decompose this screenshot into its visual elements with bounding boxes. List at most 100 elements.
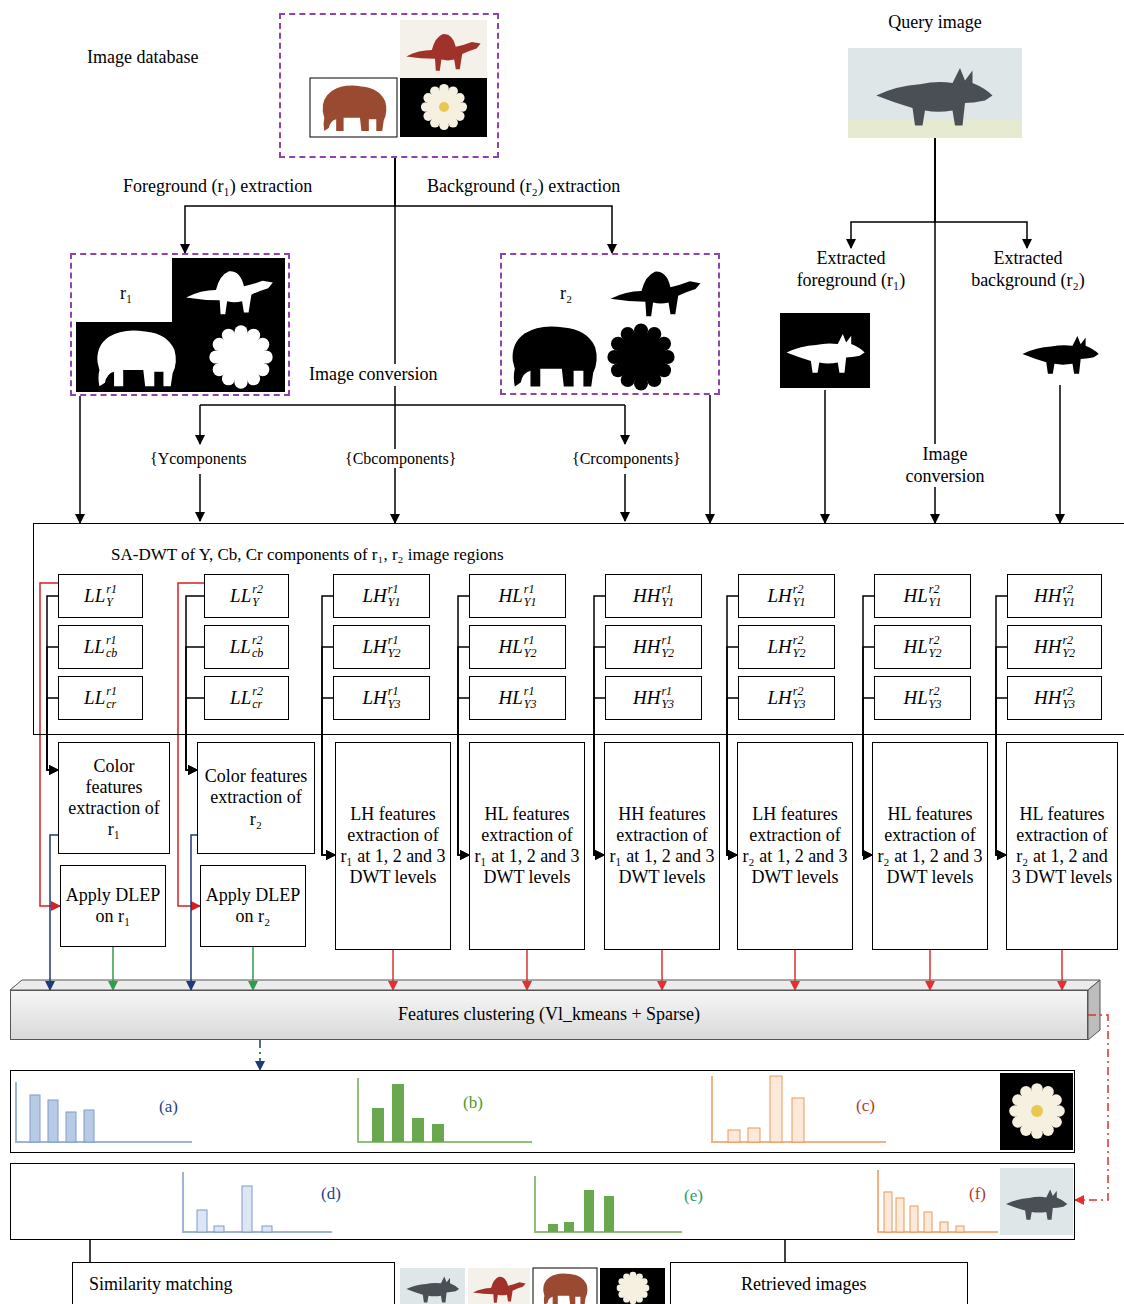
background-masks-part [611,272,701,317]
index-stack: r1Y2 [388,634,401,659]
histogram-e-part [564,1222,574,1232]
component-subscript: Y2 [388,647,401,660]
conversion-arrows-part [624,474,626,521]
connector [1075,1015,1108,1200]
region-superscript: r2 [929,685,942,698]
subband-name: HH [1034,636,1061,658]
foreground-masks-part [97,330,175,386]
panel-dino [1000,1168,1073,1235]
region-superscript: r2 [1062,685,1075,698]
subband-formula: HLr2Y1 [904,583,942,608]
histogram-d-part [262,1226,272,1232]
subband-box: LHr1Y3 [333,676,430,720]
region-superscript: r1 [661,685,674,698]
component-subscript: Y [106,596,117,609]
node-text: HH features extraction of r₁ at 1, 2 and… [609,804,715,889]
subband-name: LH [768,687,792,709]
node-text: Features clustering (Vl_kmeans + Sparse) [398,1004,700,1025]
component-subscript: Y2 [524,647,537,660]
retrieved-thumbnails-part [533,1268,597,1304]
connector [185,158,395,253]
component-subscript: Y2 [929,647,942,660]
subband-name: HL [499,687,523,709]
subband-box: LLr1cr [58,676,143,720]
subband-name: LH [363,636,387,658]
annotation-label: {Cbcomponents} [342,449,459,468]
connector [47,647,58,770]
histogram-d-part [242,1186,252,1232]
subband-formula: LLr1cb [84,634,117,659]
subband-name: LL [230,585,251,607]
connector [458,647,469,855]
region-superscript: r2 [929,634,942,647]
connector [526,950,528,990]
subband-name: HH [1034,687,1061,709]
index-stack: r1Y [106,583,117,608]
subband-box: LLr2cr [204,676,289,720]
histogram-a-part [48,1100,58,1142]
subband-formula: LHr1Y1 [363,583,401,608]
subband-formula: HHr1Y3 [633,685,674,710]
connector [191,835,197,990]
connector [112,947,114,990]
subband-name: LH [363,585,387,607]
index-stack: r2Y3 [1062,685,1075,710]
node-text: SA-DWT of Y, Cb, Cr components of r₁, r₂… [111,545,504,565]
feature-box: HL features extraction of r₁ at 1, 2 and… [469,742,585,950]
index-stack: r1Y1 [524,583,537,608]
foreground-masks-part [76,322,198,392]
extracted-background: Extracted background (r₂) [950,248,1106,385]
retrieved-thumbnails-part [617,1272,650,1304]
histogram-a [16,1082,192,1142]
region-superscript: r1 [106,634,117,647]
connector [851,138,935,248]
component-subscript: Y1 [661,596,674,609]
panel-flower-part [1000,1073,1073,1150]
node-text: (d) [321,1184,341,1204]
feature-box: Color features extraction of r₂ [197,742,315,854]
component-subscript: Y2 [1062,647,1075,660]
database-images-part [400,78,487,137]
subband-box: HLr1Y3 [469,676,566,720]
database-images-part [323,86,387,131]
subband-box: HHr2Y2 [1007,625,1102,669]
query-image-frame: Query image [848,48,1022,138]
database-images-part [406,34,480,71]
subband-name: HL [904,636,928,658]
subband-box: LHr2Y3 [738,676,835,720]
index-stack: r1Y1 [388,583,401,608]
subband-formula: HHr1Y1 [633,583,674,608]
index-stack: r2Y3 [929,685,942,710]
node-text: (c) [856,1096,875,1116]
index-stack: r1Y3 [524,685,537,710]
extracted-masks-part [780,313,870,388]
retrieved-thumbnails-part [400,1268,465,1304]
subband-name: LH [768,636,792,658]
index-stack: r2cb [252,634,263,659]
component-subscript: Y1 [524,596,537,609]
component-subscript: Y3 [524,698,537,711]
node-text: (a) [159,1097,178,1117]
component-subscript: Y1 [388,596,401,609]
region-superscript: r1 [388,583,401,596]
histogram-e-part [584,1190,594,1232]
index-stack: r1Y2 [661,634,674,659]
subband-formula: LHr1Y2 [363,634,401,659]
node-text: Extracted foreground (r₁) [778,248,924,291]
subband-box: LLr1Y [58,574,143,618]
sa-dwt-panel: SA-DWT of Y, Cb, Cr components of r₁, r₂… [33,523,1124,735]
region-superscript: r1 [388,634,401,647]
histogram-panel: (d)(e)(f) [10,1163,1075,1240]
histogram-a-part [30,1095,40,1142]
region-superscript: r1 [661,583,674,596]
histogram-b-part [412,1118,424,1142]
index-stack: r2Y [252,583,263,608]
subband-name: LL [84,585,105,607]
similarity-box: Similarity matching [72,1262,395,1304]
histogram-f-part [910,1206,918,1232]
foreground-region-box: r₁ [70,253,290,396]
feature-box: LH features extraction of r₁ at 1, 2 and… [335,742,451,950]
subband-name: LL [84,636,105,658]
connector [79,396,81,523]
